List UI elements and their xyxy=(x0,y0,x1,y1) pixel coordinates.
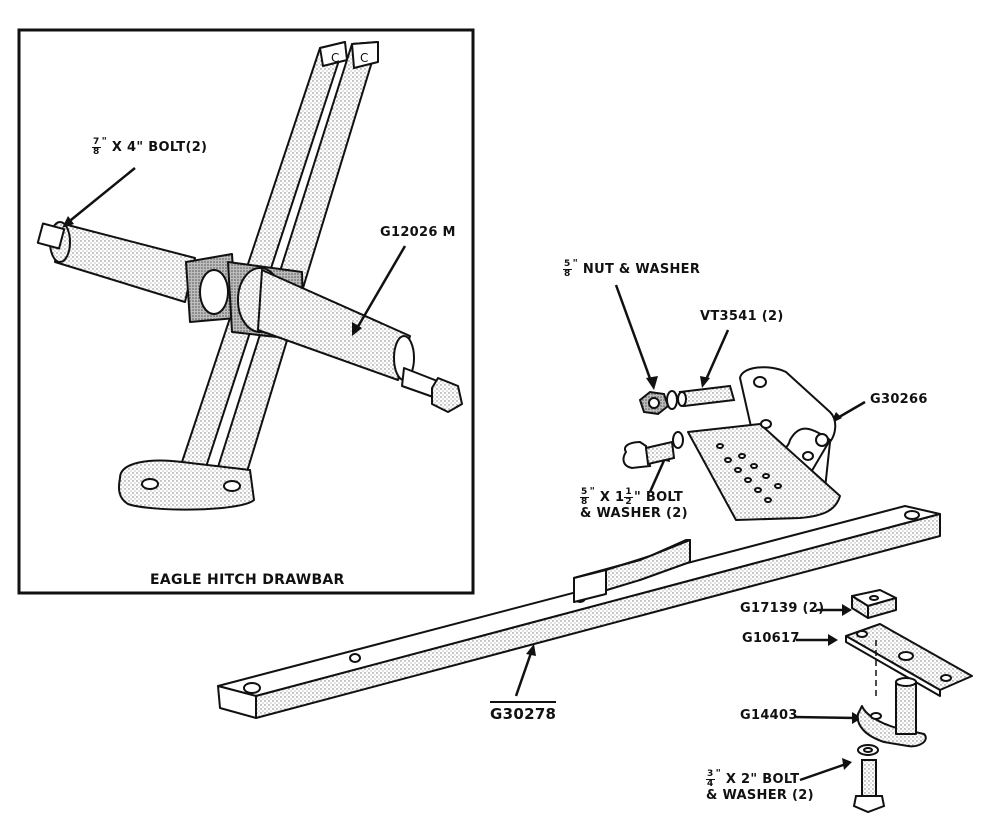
fasteners-top xyxy=(622,384,736,470)
frac-den: 2 xyxy=(625,497,632,507)
label-g30266-text: G30266 xyxy=(870,392,928,407)
label-bolt-7-8-text: X 4" BOLT(2) xyxy=(111,140,208,155)
frac-num: 1 xyxy=(624,487,633,498)
inch-mark: " xyxy=(589,486,596,497)
label-g30266: G30266 xyxy=(870,392,928,408)
svg-text:C: C xyxy=(360,51,368,65)
label-nut-5-8-text: NUT & WASHER xyxy=(582,262,701,277)
label-g14403-text: G14403 xyxy=(740,708,798,723)
label-g10617-text: G10617 xyxy=(742,631,800,646)
frac-den: 8 xyxy=(564,269,571,279)
leader-lines xyxy=(62,167,866,782)
inset-drawbar-assembly: C C xyxy=(36,41,463,511)
label-g30278-text: G30278 xyxy=(490,701,557,723)
inset-caption-text: EAGLE HITCH DRAWBAR xyxy=(150,572,345,588)
svg-text:C: C xyxy=(331,51,339,65)
frac-num: 5 xyxy=(580,487,589,498)
frac-den: 8 xyxy=(581,497,588,507)
frac-den: 8 xyxy=(93,147,100,157)
inch-mark: " xyxy=(572,258,579,269)
label-g12026m-text: G12026 M xyxy=(380,225,456,240)
frac-den: 4 xyxy=(707,779,714,789)
frac-num: 7 xyxy=(92,137,101,148)
bracket-g30266 xyxy=(687,366,841,521)
label-bolt-5-8-line2: & WASHER (2) xyxy=(580,506,688,521)
label-vt3541: VT3541 (2) xyxy=(700,309,784,325)
label-g17139-text: G17139 (2) xyxy=(740,601,825,616)
frac-num: 3 xyxy=(706,769,715,780)
label-g30278: G30278 xyxy=(490,701,557,723)
frac-num: 5 xyxy=(563,259,572,270)
pin-g14403 xyxy=(856,677,927,748)
inset-frame xyxy=(17,28,475,595)
label-vt3541-text: VT3541 (2) xyxy=(700,309,784,324)
label-g17139: G17139 (2) xyxy=(740,601,825,617)
block-g17139 xyxy=(851,589,897,619)
inch-mark: " xyxy=(101,136,108,147)
label-bolt-5-8-mid: X 1 xyxy=(599,490,625,505)
inch-mark: " xyxy=(715,768,722,779)
label-g10617: G10617 xyxy=(742,631,800,647)
label-bolt-5-8-rest: " BOLT xyxy=(633,490,684,505)
label-bolt-3-4-line2: & WASHER (2) xyxy=(706,788,814,803)
inset-caption: EAGLE HITCH DRAWBAR xyxy=(150,572,345,588)
label-g12026m: G12026 M xyxy=(380,225,456,241)
label-g14403: G14403 xyxy=(740,708,798,724)
label-bolt-3-4-text: X 2" BOLT xyxy=(725,772,800,787)
main-drawbar xyxy=(217,505,941,719)
bolt-3-4 xyxy=(852,744,886,814)
